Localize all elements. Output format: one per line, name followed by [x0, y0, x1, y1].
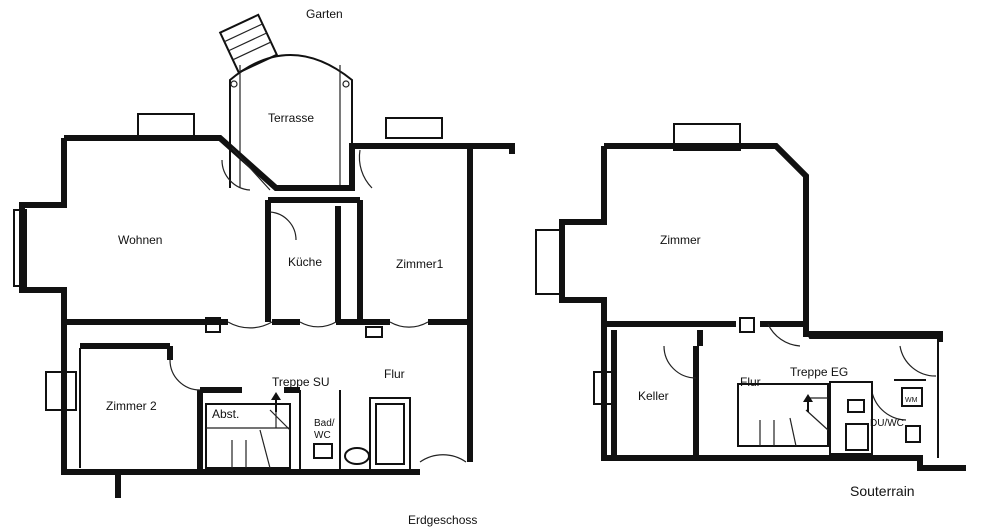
su-outer-wall	[559, 143, 966, 471]
label-bad: Bad/	[314, 418, 335, 429]
label-abst: Abst.	[212, 407, 239, 421]
window-box-zimmer1	[385, 117, 443, 139]
label-erdgeschoss: Erdgeschoss	[408, 513, 477, 527]
label-terrasse: Terrasse	[268, 111, 314, 125]
label-treppe-su: Treppe SU	[272, 375, 330, 389]
stair-su	[205, 392, 291, 469]
label-treppe-eg: Treppe EG	[790, 365, 848, 379]
eg-inner-walls	[64, 197, 470, 470]
garden-stair	[218, 13, 279, 74]
eg-outer-wall	[19, 135, 473, 498]
label-zimmer2: Zimmer 2	[106, 399, 157, 413]
label-souterrain: Souterrain	[850, 483, 915, 499]
stair-eg	[737, 383, 829, 447]
shower-su	[845, 423, 869, 451]
label-garten: Garten	[306, 7, 343, 21]
label-wohnen: Wohnen	[118, 233, 162, 247]
label-wm: WM	[905, 397, 918, 404]
label-duwc: DU/WC	[870, 418, 904, 429]
label-zimmer1: Zimmer1	[396, 257, 444, 271]
erdgeschoss-plan: Garten Terrasse Wohnen Küche Zimmer1 Zim…	[13, 7, 515, 527]
terrace-outline	[229, 54, 353, 188]
window-box-wohnen	[137, 113, 195, 137]
label-flur-eg: Flur	[384, 367, 405, 381]
label-wc: WC	[314, 430, 331, 441]
window-box-zimmer-su	[673, 123, 741, 151]
label-zimmer-su: Zimmer	[660, 233, 701, 247]
label-flur-su: Flur	[740, 375, 761, 389]
su-inner-walls	[604, 321, 806, 458]
label-kueche: Küche	[288, 255, 322, 269]
toilet-eg	[313, 443, 333, 459]
bathtub-eg	[375, 403, 405, 465]
souterrain-plan: Zimmer Keller Flur Treppe EG DU/WC WM So…	[535, 123, 966, 499]
label-keller: Keller	[638, 389, 669, 403]
